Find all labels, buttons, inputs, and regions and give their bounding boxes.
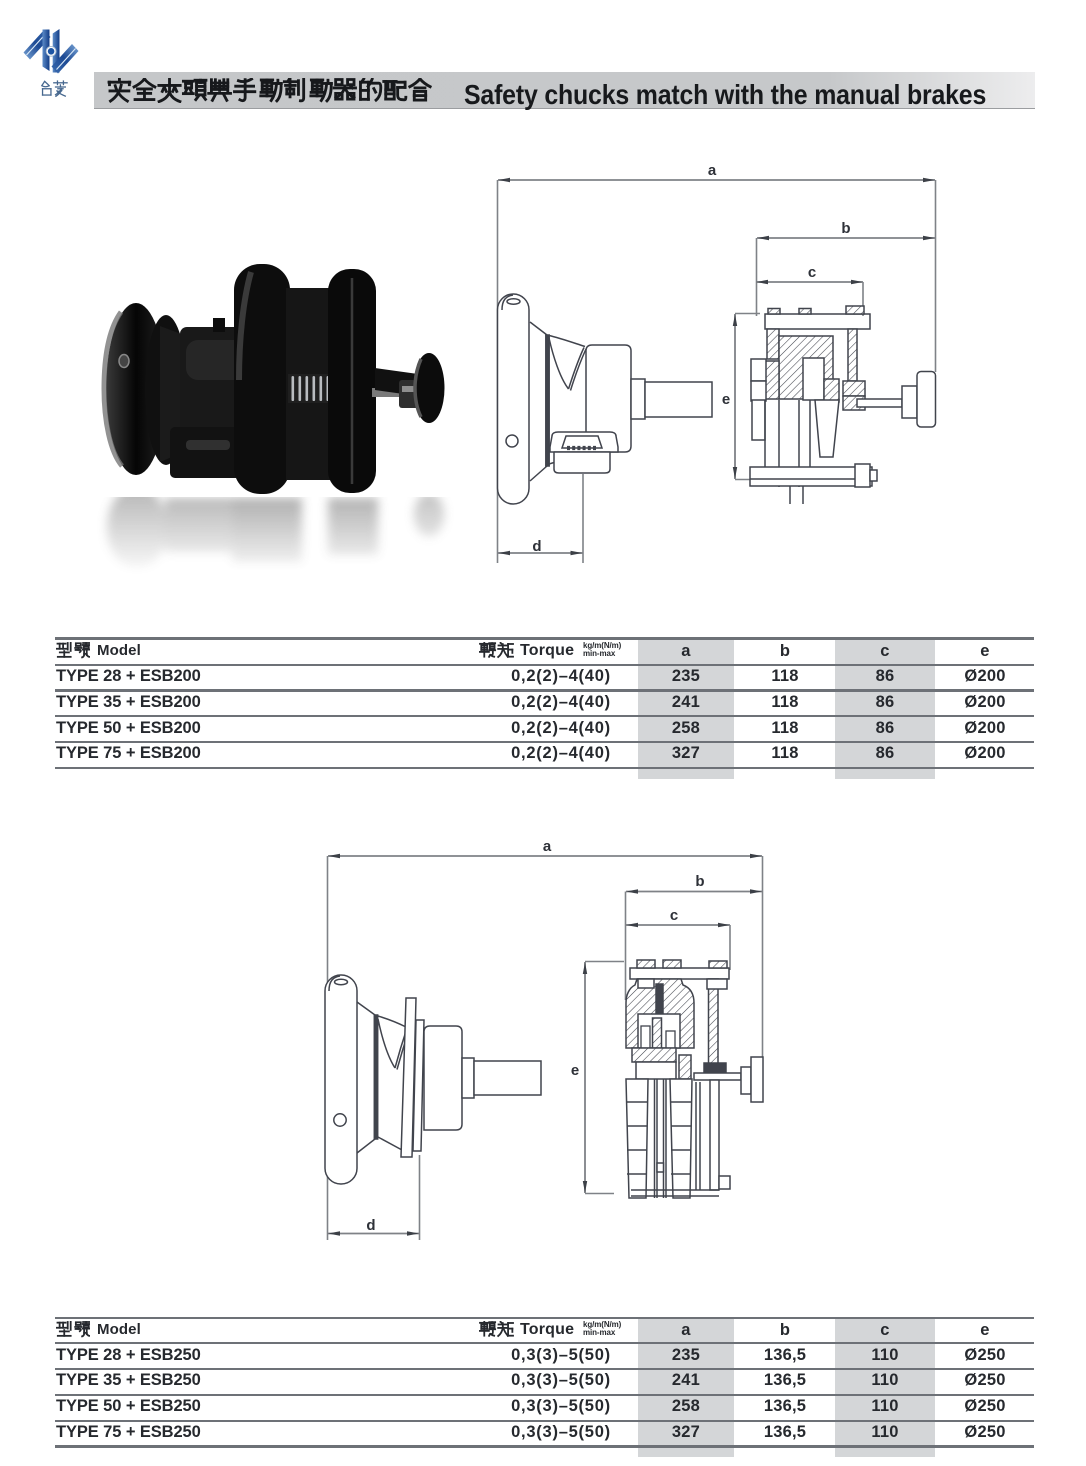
- svg-text:d: d: [532, 538, 541, 555]
- svg-text:a: a: [543, 840, 552, 855]
- svg-text:b: b: [695, 873, 704, 890]
- svg-text:c: c: [808, 264, 816, 281]
- svg-text:c: c: [670, 907, 678, 924]
- svg-text:d: d: [366, 1217, 375, 1234]
- svg-text:a: a: [708, 162, 717, 179]
- svg-text:b: b: [841, 220, 850, 237]
- svg-text:e: e: [571, 1062, 579, 1079]
- svg-text:e: e: [722, 391, 730, 408]
